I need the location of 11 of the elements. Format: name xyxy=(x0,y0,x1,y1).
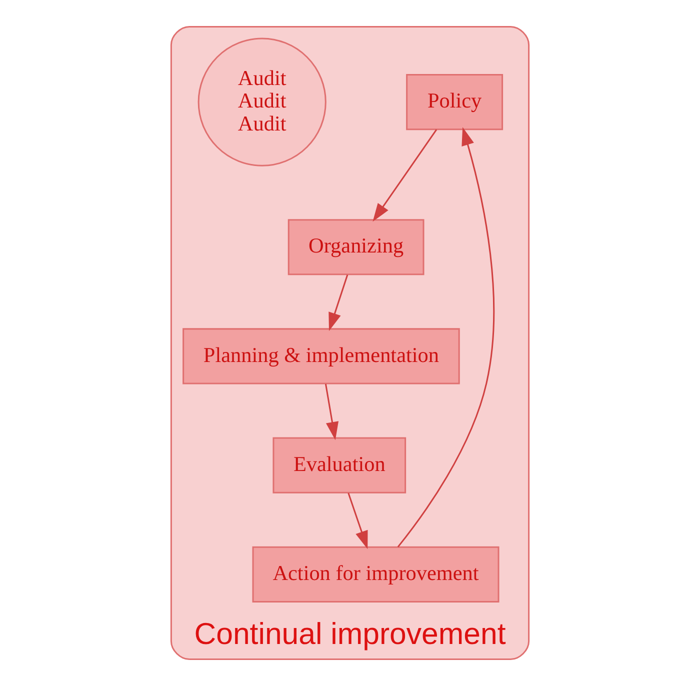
arrow xyxy=(396,127,494,548)
node-circle: Audit Audit Audit xyxy=(197,38,326,166)
arrow xyxy=(347,492,368,550)
arrow xyxy=(328,274,348,331)
node-box: Policy xyxy=(406,74,503,130)
node-box: Planning & implementation xyxy=(182,328,460,384)
node-box: Evaluation xyxy=(272,437,406,494)
node-box: Action for improvement xyxy=(252,546,499,602)
arrow xyxy=(324,384,338,440)
arrow xyxy=(372,129,437,222)
node-box: Organizing xyxy=(287,219,424,276)
